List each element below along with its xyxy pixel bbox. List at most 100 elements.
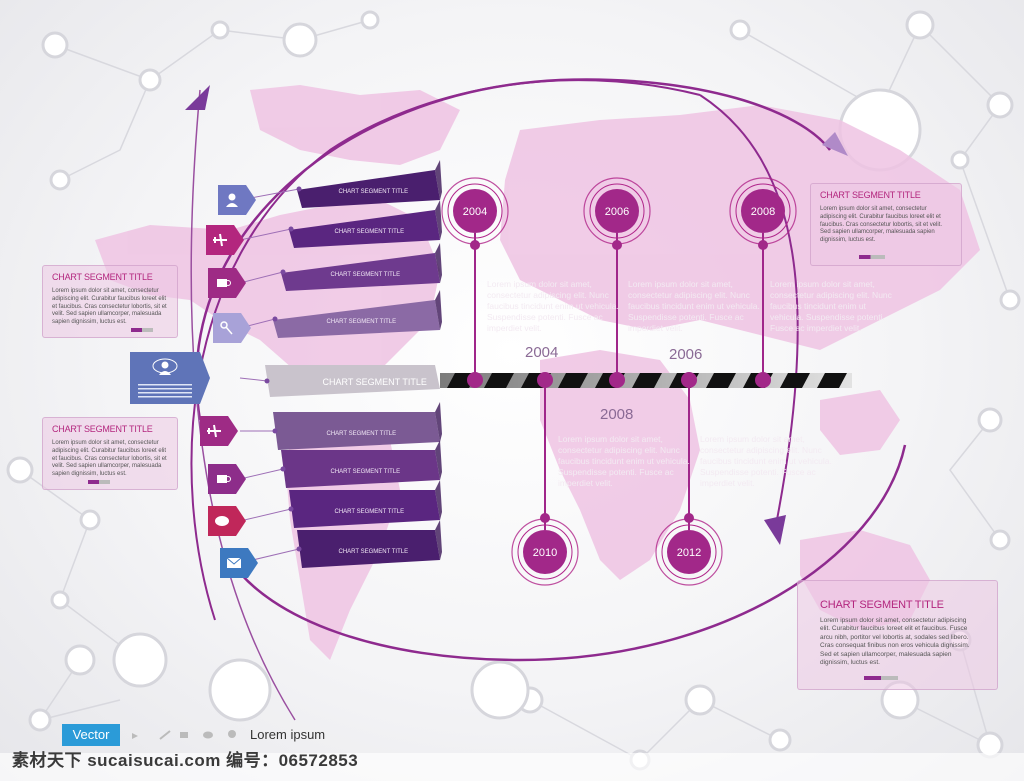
connector-dot	[272, 428, 278, 434]
segment-face	[297, 530, 440, 568]
tag-shape	[218, 185, 256, 215]
segment-label: CHART SEGMENT TITLE	[331, 272, 401, 278]
segment-label: CHART SEGMENT TITLE	[327, 319, 397, 325]
arrow-head-top-right	[822, 132, 848, 156]
info-card-left-bottom: CHART SEGMENT TITLE Lorem ipsum dolor si…	[42, 417, 178, 490]
year-label: 2006	[605, 206, 629, 218]
axis-stripe	[780, 373, 810, 388]
segment-label: CHART SEGMENT TITLE	[331, 469, 401, 475]
coffee-cup-icon	[180, 732, 188, 738]
connector-line	[239, 468, 284, 480]
year-label: 2004	[463, 206, 487, 218]
icon-tag	[200, 416, 238, 446]
chat-bubble-icon	[215, 516, 229, 526]
card-text: Lorem ipsum dolor sit amet, consectetur …	[820, 617, 970, 667]
icon-tag	[130, 352, 210, 404]
timeline-text-2004: Lorem ipsum dolor sit amet, consectetur …	[487, 279, 619, 334]
segment-face	[297, 170, 440, 208]
icon-tag	[220, 548, 258, 578]
timeline-text-2010: Lorem ipsum dolor sit amet, consectetur …	[558, 434, 690, 489]
connector-dot	[288, 226, 294, 232]
stack-segment: CHART SEGMENT TITLE	[240, 402, 442, 450]
user-icon	[226, 193, 238, 207]
arrow-head-right	[764, 515, 786, 545]
key-icon	[159, 730, 171, 740]
info-card-left-top: CHART SEGMENT TITLE Lorem ipsum dolor si…	[42, 265, 178, 338]
connector-dot	[272, 316, 278, 322]
segment-face	[273, 300, 440, 338]
segment-label: CHART SEGMENT TITLE	[335, 229, 405, 235]
stack-segment: CHART SEGMENT TITLE	[239, 480, 442, 528]
segment-label: CHART SEGMENT TITLE	[327, 431, 397, 437]
stack-segment: CHART SEGMENT TITLE	[239, 160, 442, 208]
segment-label: CHART SEGMENT TITLE	[335, 509, 405, 515]
airplane-icon	[213, 233, 227, 247]
segment-face	[281, 253, 440, 291]
icon-tag	[206, 225, 244, 255]
card-title: CHART SEGMENT TITLE	[52, 272, 153, 282]
timeline-node-bottom: 2012	[655, 372, 723, 586]
timeline-text-2008: Lorem ipsum dolor sit amet, consectetur …	[770, 279, 892, 334]
connector-dot	[280, 269, 286, 275]
segment-side	[435, 160, 442, 200]
connector-dot	[288, 506, 294, 512]
card-title: CHART SEGMENT TITLE	[820, 190, 921, 200]
axis-stripe	[817, 373, 847, 388]
envelope-icon	[226, 557, 242, 568]
icon-tag	[213, 313, 251, 343]
year-label: 2010	[533, 547, 557, 559]
connector-line	[239, 508, 292, 522]
segment-label: CHART SEGMENT TITLE	[323, 377, 427, 387]
card-title: CHART SEGMENT TITLE	[820, 599, 944, 611]
tag-shape	[208, 506, 246, 536]
footer-title: Lorem ipsum	[250, 727, 326, 742]
coffee-cup-icon	[217, 475, 231, 483]
tag-shape	[208, 464, 246, 494]
connector-dot	[296, 186, 302, 192]
tag-shape	[220, 548, 258, 578]
card-accent-bar	[131, 328, 153, 332]
segment-face	[289, 490, 440, 528]
timeline-text-2006: Lorem ipsum dolor sit amet, consectetur …	[628, 279, 760, 334]
info-card-right-bottom: CHART SEGMENT TITLE Lorem ipsum dolor si…	[797, 580, 998, 690]
chat-bubble-icon	[203, 731, 213, 739]
card-title: CHART SEGMENT TITLE	[52, 424, 153, 434]
arrow-head-top-left	[185, 85, 210, 110]
axis-stripe	[632, 373, 662, 388]
card-accent-bar	[864, 676, 898, 680]
year-label: 2012	[677, 547, 701, 559]
info-card-right-top: CHART SEGMENT TITLE Lorem ipsum dolor si…	[810, 183, 962, 266]
segment-label: CHART SEGMENT TITLE	[339, 549, 409, 555]
segment-face	[289, 210, 440, 248]
connector-line	[239, 228, 292, 241]
icon-tag	[208, 464, 246, 494]
card-text: Lorem ipsum dolor sit amet, consectetur …	[52, 288, 167, 326]
segment-face	[265, 365, 440, 397]
connector-line	[239, 377, 268, 382]
tag-shape	[130, 352, 210, 404]
icon-tag	[208, 506, 246, 536]
timeline-text-2012: Lorem ipsum dolor sit amet, consectetur …	[700, 434, 832, 489]
timeline-node-bottom: 2010	[511, 372, 579, 586]
watermark-text: 素材天下 sucaisucai.com 编号：06572853	[12, 751, 359, 770]
axis-year-label: 2008	[600, 406, 634, 423]
airplane-icon	[207, 424, 221, 438]
user-icon	[228, 730, 236, 738]
footer-strip	[0, 753, 1024, 781]
card-text: Lorem ipsum dolor sit amet, consectetur …	[820, 206, 943, 244]
axis-stripe	[706, 373, 736, 388]
stack-segment: CHART SEGMENT TITLE	[239, 440, 442, 488]
stack-segment: CHART SEGMENT TITLE	[239, 243, 442, 291]
year-label: 2008	[751, 206, 775, 218]
icon-tag	[218, 185, 256, 215]
timeline-node-top: 2006	[583, 177, 651, 388]
card-accent-bar	[88, 480, 110, 484]
key-icon	[220, 321, 233, 335]
vector-badge: Vector	[62, 724, 120, 746]
stack-segment: CHART SEGMENT TITLE	[239, 365, 440, 397]
axis-year-label: 2006	[669, 346, 703, 363]
segment-side	[435, 440, 442, 480]
